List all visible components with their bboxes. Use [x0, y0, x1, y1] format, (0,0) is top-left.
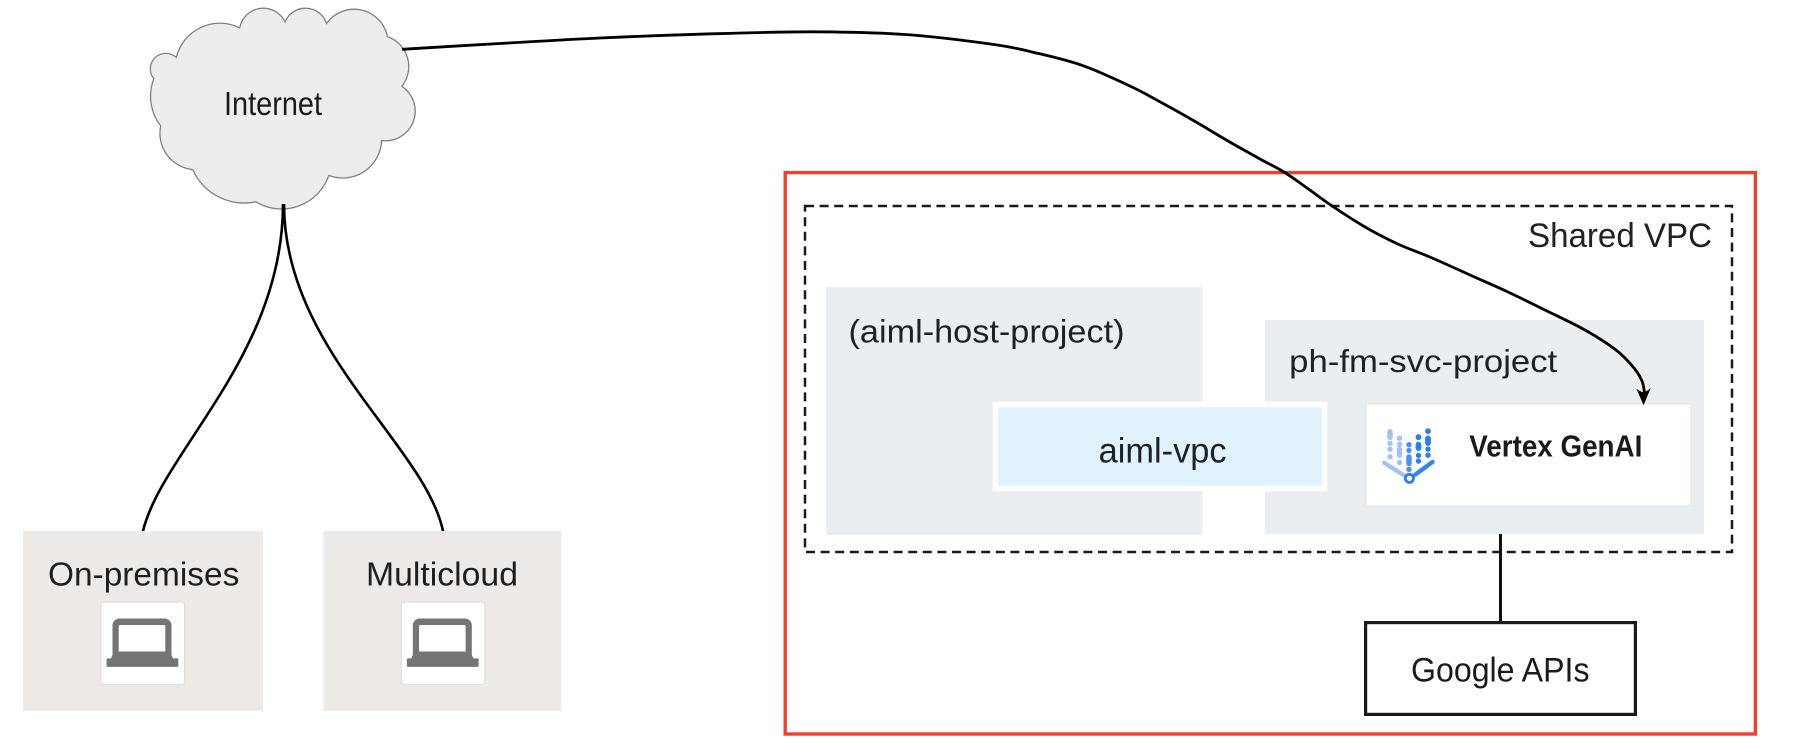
svg-text:ph-fm-svc-project: ph-fm-svc-project	[1289, 343, 1557, 379]
svg-text:aiml-vpc: aiml-vpc	[1099, 431, 1227, 470]
svg-text:Shared VPC: Shared VPC	[1528, 217, 1712, 255]
svg-text:Vertex GenAI: Vertex GenAI	[1469, 429, 1642, 464]
svg-text:Multicloud: Multicloud	[366, 555, 518, 592]
svg-text:On-premises: On-premises	[48, 555, 239, 592]
svg-text:(aiml-host-project): (aiml-host-project)	[849, 313, 1125, 349]
svg-text:Internet: Internet	[224, 85, 322, 122]
svg-text:Google APIs: Google APIs	[1411, 651, 1590, 689]
